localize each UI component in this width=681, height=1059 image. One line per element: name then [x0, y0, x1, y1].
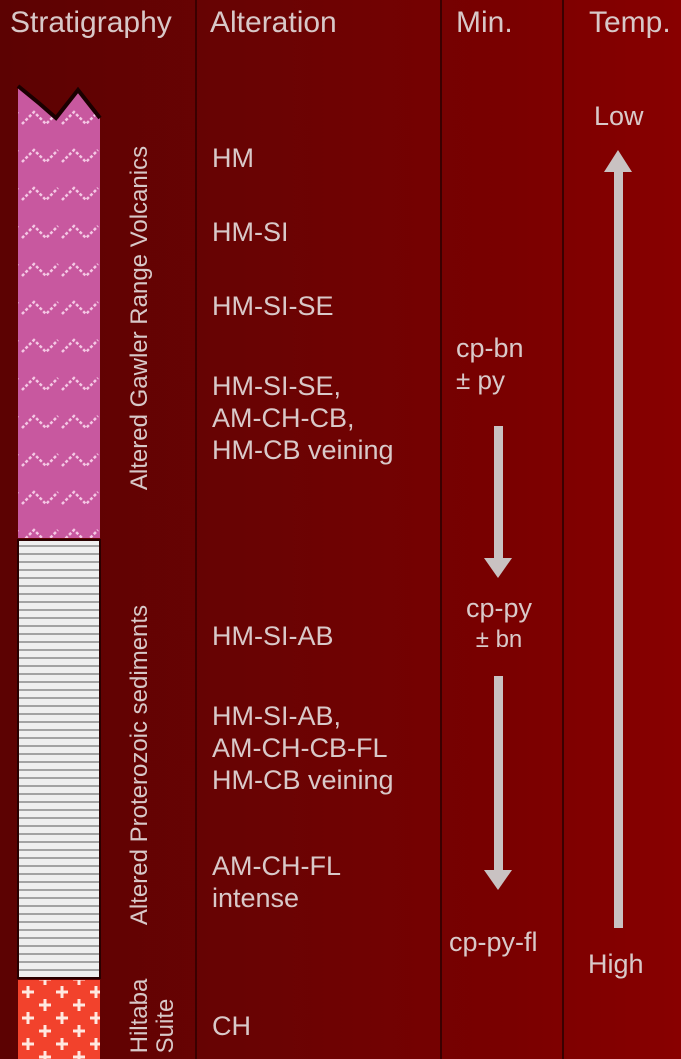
header-stratigraphy: Stratigraphy — [10, 6, 172, 39]
column-divider-2 — [440, 0, 442, 1059]
temp-low-label: Low — [594, 101, 644, 131]
min-2: cp-py ± bn — [466, 592, 532, 656]
alteration-4: HM-SI-SE, AM-CH-CB, HM-CB veining — [212, 370, 394, 466]
volcanics-unit — [16, 84, 102, 538]
label-hiltaba-line1: Hiltaba — [126, 978, 153, 1054]
temp-arrow — [604, 150, 632, 928]
min-3: cp-py-fl — [449, 927, 538, 957]
alteration-5: HM-SI-AB — [212, 621, 334, 651]
alteration-3: HM-SI-SE — [212, 291, 334, 321]
min-arrow-2 — [484, 676, 512, 890]
alteration-6-line1: HM-SI-AB, — [212, 701, 342, 731]
alteration-7: AM-CH-FL intense — [212, 850, 341, 914]
header-min: Min. — [456, 6, 513, 39]
label-hiltaba-line2: Suite — [152, 998, 179, 1054]
alteration-7-line2: intense — [212, 883, 300, 913]
sediments-unit — [17, 539, 101, 979]
temp-high-label: High — [588, 949, 644, 979]
min-1: cp-bn ± py — [456, 332, 524, 396]
alteration-6-line3: HM-CB veining — [212, 765, 394, 795]
label-volcanics: Altered Gawler Range Volcanics — [126, 145, 153, 491]
alteration-4-line3: HM-CB veining — [212, 435, 394, 465]
min-arrow-1 — [484, 426, 512, 578]
label-hiltaba: Hiltaba Suite — [126, 978, 179, 1054]
alteration-2: HM-SI — [212, 217, 289, 247]
hiltaba-unit — [18, 980, 100, 1059]
alteration-4-line2: AM-CH-CB, — [212, 403, 355, 433]
header-temp: Temp. — [589, 6, 671, 39]
min-1-line2: ± py — [456, 365, 505, 395]
min-2-line2: ± bn — [475, 626, 523, 653]
min-2-line1: cp-py — [466, 593, 533, 623]
column-divider-1 — [195, 0, 197, 1059]
alteration-1: HM — [212, 143, 254, 173]
min-1-line1: cp-bn — [456, 333, 524, 363]
alteration-6-line2: AM-CH-CB-FL — [212, 733, 388, 763]
alteration-4-line1: HM-SI-SE, — [212, 371, 342, 401]
alteration-7-line1: AM-CH-FL — [212, 851, 341, 881]
column-divider-3 — [562, 0, 564, 1059]
label-sediments: Altered Proterozoic sediments — [126, 604, 153, 926]
alteration-8: CH — [212, 1011, 251, 1041]
header-alteration: Alteration — [210, 6, 337, 39]
alteration-6: HM-SI-AB, AM-CH-CB-FL HM-CB veining — [212, 700, 394, 796]
